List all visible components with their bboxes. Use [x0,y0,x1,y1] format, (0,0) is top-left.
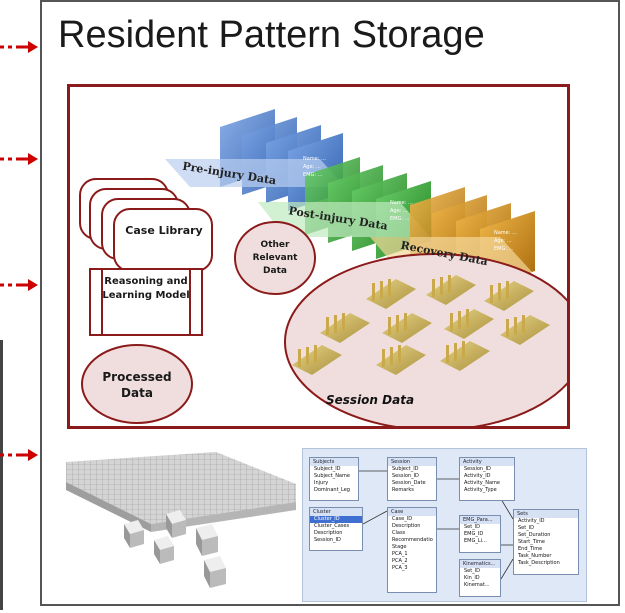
erd-field: Task_Number [518,553,552,559]
erd-field: Subject_ID [314,466,341,472]
erd-field: Class [392,530,406,536]
erd-field: Kin_ID [464,575,480,581]
erd-field: Recommendatio [392,537,433,543]
card-line: EMG: ... [303,172,323,178]
erd-table-name: Cluster [310,508,362,516]
postinjury-band [258,202,430,237]
erd-field: EMG_Li... [464,538,487,544]
database-schema-diagram: Subjects Subject_ID Subject_Name Injury … [302,448,587,602]
erd-field: Session_ID [314,537,341,543]
erd-table-name: Activity [460,458,514,466]
erd-field: Dominant_Leg [314,487,350,493]
erd-field: PCA_2 [392,558,408,564]
arrow-icon [0,41,38,53]
erd-field: Subject_ID [392,466,419,472]
erd-table-name: Kinematics... [460,560,500,568]
falling-cube [166,510,186,538]
card-line: Age: ... [494,238,512,244]
erd-field: EMG_ID [464,531,484,537]
erd-field: Case_ID [392,516,413,522]
erd-field: Set_ID [464,524,481,530]
erd-table[interactable]: Subjects Subject_ID Subject_Name Injury … [309,457,359,501]
erd-field: PCA_3 [392,565,408,571]
falling-cube [124,520,144,548]
reasoning-model-label: Reasoning and Learning Model [102,276,190,301]
card-text-green: Name: ... Age: ... EMG: ... [390,199,430,223]
erd-field: Start_Time [518,539,545,545]
erd-field: Description [392,523,421,529]
erd-table-name: Subjects [310,458,358,466]
arrow-icon [0,153,38,165]
erd-table[interactable]: Session Subject_ID Session_ID Session_Da… [387,457,437,501]
left-connector-line [0,340,3,610]
erd-field: Cluster_ID [310,516,362,523]
card-text-orange: Name: ... Age: ... EMG: ... [494,229,534,253]
storage-diagram-panel: Name: ... Age: ... EMG: ... Name: ... Ag… [67,84,570,429]
erd-field: Activity_Type [464,487,497,493]
erd-table-name: Sets [514,510,578,518]
slide-frame [40,0,620,606]
other-data-ellipse [234,221,316,295]
card-text-blue: Name: ... Age: ... EMG: ... [303,155,343,179]
session-data-label: Session Data [326,393,415,407]
erd-table[interactable]: Sets Activity_ID Set_ID Set_Duration Sta… [513,509,579,575]
erd-table[interactable]: Activity Session_ID Activity_ID Activity… [459,457,515,501]
erd-field: Injury [314,480,329,486]
card-line: Name: ... [494,230,517,236]
falling-cube [196,524,218,556]
erd-field: Activity_ID [464,473,491,479]
arrow-icon [0,279,38,291]
card-line: Age: ... [303,164,321,170]
erd-table-name: EMG_Para... [460,516,500,524]
other-data-label: Other Relevant Data [252,240,298,276]
falling-cube [154,536,174,564]
card-line: Age: ... [390,208,408,214]
erd-field: Set_ID [464,568,481,574]
erd-field: Session_Date [392,480,426,486]
erd-table-name: Case [388,508,436,516]
cubes-illustration [66,452,296,588]
erd-field: Session_ID [392,473,419,479]
card-line: Name: ... [303,156,326,162]
card-line: Name: ... [390,200,413,206]
erd-table[interactable]: EMG_Para... Set_ID EMG_ID EMG_Li... [459,515,501,553]
erd-field: Activity_ID [518,518,545,524]
processed-data-ellipse [81,344,193,424]
erd-field: Remarks [392,487,414,493]
processed-data-label: Processed Data [102,370,172,400]
storage-diagram-graphic [79,109,567,426]
erd-field: Cluster_Cases [314,523,350,529]
reasoning-model-box [89,268,203,336]
card-line: EMG: ... [494,246,514,252]
case-library-stack [79,178,213,272]
erd-field: Subject_Name [314,473,350,479]
erd-table[interactable]: Cluster Cluster_ID Cluster_Cases Descrip… [309,507,363,551]
falling-cube [204,556,226,588]
erd-field: PCA_1 [392,551,408,557]
card-line: EMG: ... [390,216,410,222]
erd-table[interactable]: Kinematics... Set_ID Kin_ID Kinemat... [459,559,501,597]
erd-table-name: Session [388,458,436,466]
preinjury-band [165,159,345,187]
erd-field: Description [314,530,343,536]
session-trays [292,275,550,375]
erd-field: Session_ID [464,466,491,472]
erd-field: Set_Duration [518,532,551,538]
erd-field: End_Time [518,546,543,552]
arrow-icon [0,449,38,461]
erd-field: Activity_Name [464,480,500,486]
erd-table[interactable]: Case Case_ID Description Class Recommend… [387,507,437,593]
erd-field: Stage [392,544,407,550]
erd-field: Kinemat... [464,582,490,588]
erd-field: Set_ID [518,525,535,531]
slide-title: Resident Pattern Storage [58,14,485,56]
erd-field: Task_Description [518,560,560,566]
case-library-label: Case Library [125,224,203,237]
